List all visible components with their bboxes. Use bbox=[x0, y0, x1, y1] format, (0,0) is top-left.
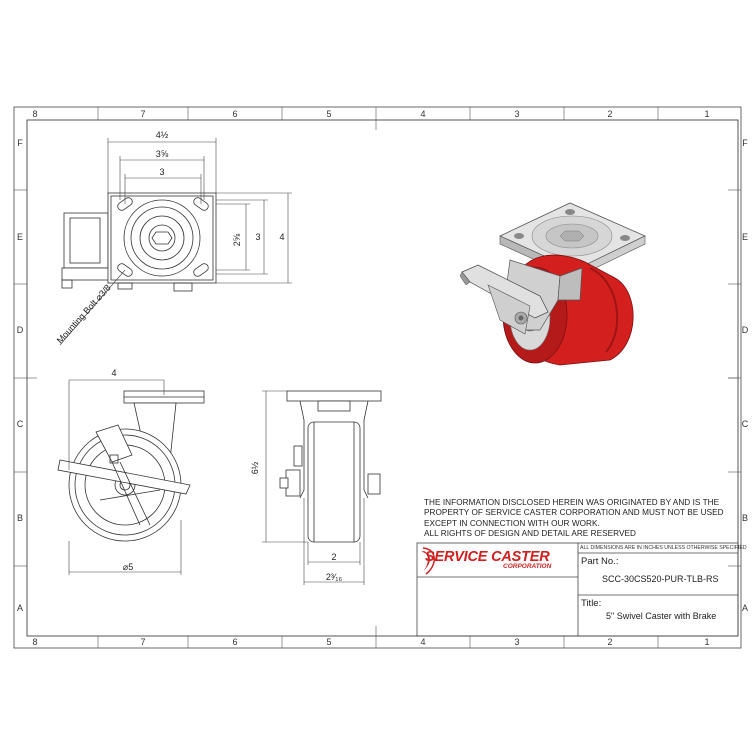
zone-col-7-top: 7 bbox=[140, 109, 145, 119]
notes-line-4: All rights of design and detail are rese… bbox=[424, 529, 636, 539]
company-logo-subtext: CORPORATION bbox=[503, 563, 552, 570]
zone-col-2-top: 2 bbox=[607, 109, 612, 119]
logo-mark bbox=[421, 547, 435, 575]
front-view bbox=[279, 390, 382, 543]
dim-top-slot-vertical: 2⅝ bbox=[232, 233, 242, 246]
zone-col-2-bottom: 2 bbox=[607, 637, 612, 647]
dim-top-bolt-vertical: 3 bbox=[255, 232, 260, 242]
side-view-dimensions bbox=[68, 379, 182, 575]
zone-col-4-top: 4 bbox=[420, 109, 425, 119]
top-view bbox=[61, 192, 217, 292]
zone-labels-bottom: 8 7 6 5 4 3 2 1 bbox=[32, 637, 709, 647]
notes-line-3: except in connection with our work. bbox=[424, 518, 600, 528]
zone-row-c-left: C bbox=[17, 419, 24, 429]
zone-ticks bbox=[14, 107, 741, 648]
zone-row-b-left: B bbox=[17, 513, 23, 523]
zone-labels-right: F E D C B A bbox=[742, 138, 749, 613]
zone-row-e-left: E bbox=[17, 232, 23, 242]
dim-top-slot-spacing: 3⅝ bbox=[156, 149, 169, 159]
front-view-dim-text: 6½ 2 2³⁄₁₆ bbox=[250, 461, 342, 582]
title-block bbox=[416, 542, 739, 637]
dim-side-offset: 4 bbox=[111, 368, 116, 378]
zone-col-3-top: 3 bbox=[514, 109, 519, 119]
dim-top-overall-width: 4½ bbox=[156, 130, 169, 140]
dim-top-overall-height: 4 bbox=[279, 232, 284, 242]
dim-front-wheel-width: 2 bbox=[331, 552, 336, 562]
dim-top-bolt-spacing: 3 bbox=[159, 167, 164, 177]
zone-col-1-bottom: 1 bbox=[704, 637, 709, 647]
dim-front-overall-height: 6½ bbox=[250, 461, 260, 474]
zone-row-f-right: F bbox=[742, 138, 748, 148]
zone-row-b-right: B bbox=[742, 513, 748, 523]
isometric-caster bbox=[459, 202, 646, 366]
top-view-dimensions bbox=[59, 138, 292, 346]
notes-line-1: The information disclosed herein was ori… bbox=[424, 498, 720, 507]
zone-row-a-right: A bbox=[742, 603, 748, 613]
zone-row-c-right: C bbox=[742, 419, 749, 429]
front-view-dimensions bbox=[262, 390, 365, 585]
company-logo-text: SERVICE CASTER bbox=[425, 549, 550, 565]
notes-line-2: property of Service Caster Corporation a… bbox=[424, 508, 724, 518]
side-view bbox=[57, 390, 205, 542]
zone-col-3-bottom: 3 bbox=[514, 637, 519, 647]
zone-labels-left: F E D C B A bbox=[17, 138, 24, 613]
title-label: Title: bbox=[581, 598, 602, 609]
zone-labels-top: 8 7 6 5 4 3 2 1 bbox=[32, 109, 709, 119]
proprietary-notes: The information disclosed herein was ori… bbox=[424, 498, 734, 540]
zone-col-7-bottom: 7 bbox=[140, 637, 145, 647]
zone-row-d-right: D bbox=[742, 325, 749, 335]
part-no-label: Part No.: bbox=[581, 556, 619, 567]
front-wheel bbox=[307, 421, 361, 543]
units-note: All dimensions are in inches unless othe… bbox=[580, 545, 747, 551]
zone-row-a-left: A bbox=[17, 603, 23, 613]
zone-col-8-bottom: 8 bbox=[32, 637, 37, 647]
zone-col-4-bottom: 4 bbox=[420, 637, 425, 647]
title-value: 5" Swivel Caster with Brake bbox=[606, 611, 717, 621]
zone-col-6-bottom: 6 bbox=[232, 637, 237, 647]
dim-front-hub-length: 2³⁄₁₆ bbox=[326, 572, 343, 582]
side-view-dim-text: 4 ⌀5 bbox=[111, 368, 133, 572]
part-no-value: SCC-30CS520-PUR-TLB-RS bbox=[602, 574, 719, 584]
zone-row-f-left: F bbox=[17, 138, 23, 148]
dim-side-wheel-diameter: ⌀5 bbox=[123, 562, 133, 572]
zone-col-5-top: 5 bbox=[326, 109, 331, 119]
zone-col-8-top: 8 bbox=[32, 109, 37, 119]
zone-row-d-left: D bbox=[17, 325, 24, 335]
mounting-bolt-note: Mounting Bolt ⌀3/8 bbox=[55, 283, 113, 346]
zone-col-5-bottom: 5 bbox=[326, 637, 331, 647]
zone-row-e-right: E bbox=[742, 232, 748, 242]
zone-col-6-top: 6 bbox=[232, 109, 237, 119]
outer-border bbox=[13, 106, 742, 649]
zone-col-1-top: 1 bbox=[704, 109, 709, 119]
